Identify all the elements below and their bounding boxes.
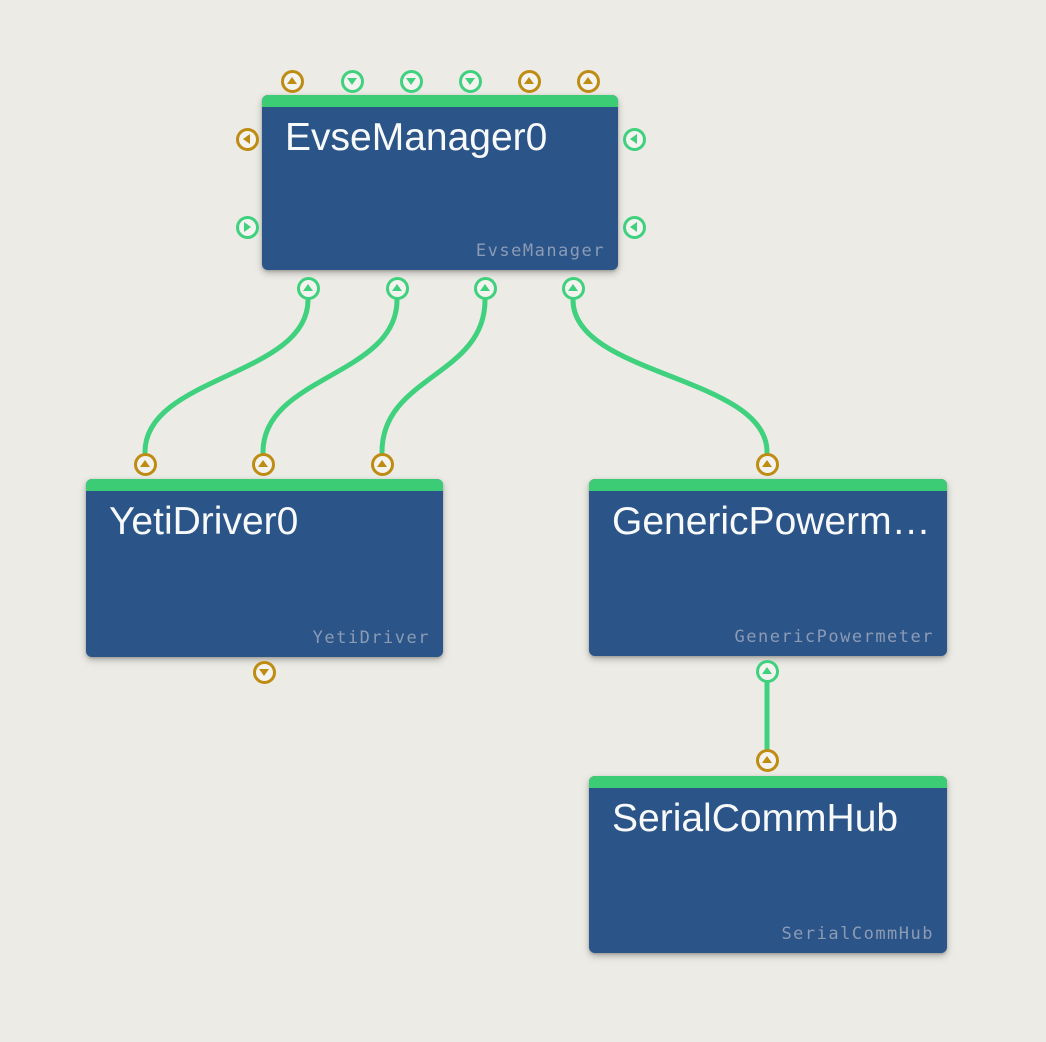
arrow-down-icon xyxy=(347,78,357,85)
node-header-bar xyxy=(589,479,947,491)
port-green-up[interactable] xyxy=(473,276,497,300)
arrow-up-icon xyxy=(303,284,313,291)
node-type-label: EvseManager xyxy=(475,241,605,261)
port-orange-up[interactable] xyxy=(370,452,394,476)
node-title: YetiDriver0 xyxy=(109,500,299,543)
node-genericpowermeter[interactable]: GenericPowerm… GenericPowermeter xyxy=(589,479,947,656)
arrow-up-icon xyxy=(258,460,268,467)
node-yetidriver0[interactable]: YetiDriver0 YetiDriver xyxy=(86,479,443,657)
arrow-up-icon xyxy=(568,284,578,291)
port-green-up[interactable] xyxy=(561,276,585,300)
node-type-label: YetiDriver xyxy=(312,628,430,648)
port-green-left[interactable] xyxy=(622,215,646,239)
arrow-down-icon xyxy=(259,669,269,676)
port-orange-down[interactable] xyxy=(252,660,276,684)
arrow-up-icon xyxy=(583,77,593,84)
port-orange-left[interactable] xyxy=(235,127,259,151)
arrow-up-icon xyxy=(480,284,490,291)
arrow-down-icon xyxy=(406,78,416,85)
node-header-bar xyxy=(262,95,618,107)
port-green-left[interactable] xyxy=(622,127,646,151)
node-serialcommhub[interactable]: SerialCommHub SerialCommHub xyxy=(589,776,947,953)
arrow-up-icon xyxy=(762,667,772,674)
port-green-up[interactable] xyxy=(755,659,779,683)
port-green-down[interactable] xyxy=(340,69,364,93)
arrow-up-icon xyxy=(287,77,297,84)
port-green-down[interactable] xyxy=(458,69,482,93)
port-green-right[interactable] xyxy=(235,215,259,239)
arrow-left-icon xyxy=(243,134,250,144)
arrow-left-icon xyxy=(630,222,637,232)
node-header-bar xyxy=(589,776,947,788)
arrow-down-icon xyxy=(465,78,475,85)
node-title: GenericPowerm… xyxy=(612,500,931,543)
port-green-up[interactable] xyxy=(385,276,409,300)
arrow-up-icon xyxy=(377,460,387,467)
port-orange-up[interactable] xyxy=(517,69,541,93)
arrow-right-icon xyxy=(244,222,251,232)
arrow-up-icon xyxy=(762,460,772,467)
node-evsemanager0[interactable]: EvseManager0 EvseManager xyxy=(262,95,618,270)
arrow-up-icon xyxy=(524,77,534,84)
node-type-label: GenericPowermeter xyxy=(734,627,934,647)
arrow-up-icon xyxy=(140,460,150,467)
port-orange-up[interactable] xyxy=(576,69,600,93)
arrow-left-icon xyxy=(630,134,637,144)
port-orange-up[interactable] xyxy=(133,452,157,476)
port-orange-up[interactable] xyxy=(755,452,779,476)
port-orange-up[interactable] xyxy=(755,748,779,772)
connection-wire[interactable] xyxy=(570,297,770,455)
port-orange-up[interactable] xyxy=(251,452,275,476)
node-title: EvseManager0 xyxy=(285,116,548,159)
connection-wire[interactable] xyxy=(142,297,311,455)
node-title: SerialCommHub xyxy=(612,797,899,840)
arrow-up-icon xyxy=(392,284,402,291)
port-green-up[interactable] xyxy=(296,276,320,300)
connection-wire[interactable] xyxy=(379,297,488,455)
port-orange-up[interactable] xyxy=(280,69,304,93)
port-green-down[interactable] xyxy=(399,69,423,93)
node-type-label: SerialCommHub xyxy=(781,924,934,944)
arrow-up-icon xyxy=(762,756,772,763)
node-header-bar xyxy=(86,479,443,491)
connection-wire[interactable] xyxy=(260,297,400,455)
